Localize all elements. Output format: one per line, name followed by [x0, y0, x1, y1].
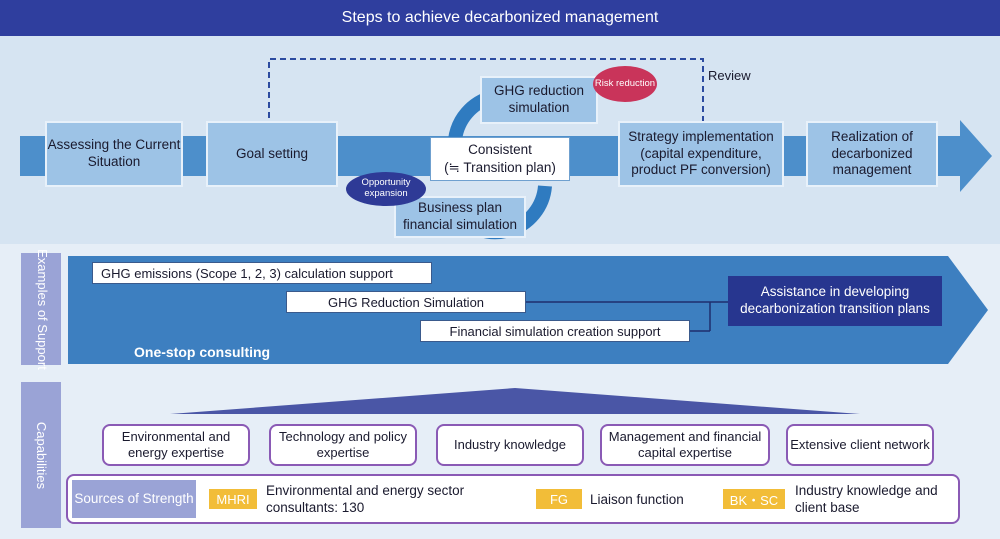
transition-plan-label: (≒ Transition plan): [444, 160, 556, 175]
review-label: Review: [708, 68, 751, 83]
capabilities-label: Capabilities: [34, 421, 50, 489]
support-item-ghg-reduction: GHG Reduction Simulation: [286, 291, 526, 313]
review-loop-line: [268, 58, 704, 132]
step-assessing-label: Assessing the Current Situation: [47, 137, 181, 169]
examples-of-support-label: Examples of Support: [34, 248, 50, 370]
source-fg-text: Liaison function: [590, 491, 684, 507]
capability-environmental: Environmental and energy expertise: [102, 424, 250, 466]
capability-client-network: Extensive client network: [786, 424, 934, 466]
badge-fg: FG: [536, 489, 582, 509]
support-item-ghg-reduction-label: GHG Reduction Simulation: [327, 294, 485, 310]
consistent-label: Consistent: [468, 142, 532, 158]
support-item-ghg-calculation: GHG emissions (Scope 1, 2, 3) calculatio…: [92, 262, 432, 284]
consistent-box: Consistent (≒ Transition plan): [430, 137, 570, 181]
opportunity-expansion-label: Opportunity expansion: [361, 177, 411, 199]
sources-of-strength-label-box: Sources of Strength: [72, 480, 196, 518]
opportunity-expansion-oval: Opportunity expansion: [346, 172, 426, 206]
step-strategy-label: Strategy implementation (capital expendi…: [628, 128, 774, 178]
capabilities-tab: Capabilities: [21, 382, 61, 528]
ghg-reduction-simulation-label: GHG reduction simulation: [493, 83, 585, 115]
transition-plan-assistance-box: Assistance in developing decarbonization…: [728, 276, 942, 326]
business-plan-label: Business plan financial simulation: [402, 200, 518, 232]
badge-bk-sc: BK・SC: [723, 489, 785, 509]
capability-management-label: Management and financial capital experti…: [608, 428, 762, 460]
capabilities-triangle: [170, 388, 860, 414]
support-item-financial-simulation-label: Financial simulation creation support: [449, 323, 661, 339]
ghg-reduction-simulation-box: GHG reduction simulation: [480, 76, 598, 124]
transition-plan-assistance-label: Assistance in developing decarbonization…: [740, 284, 930, 316]
step-realization-label: Realization of decarbonized management: [831, 128, 913, 178]
step-strategy: Strategy implementation (capital expendi…: [618, 121, 784, 187]
capabilities-triangle-graphics: [170, 388, 860, 414]
one-stop-consulting-label: One-stop consulting: [134, 344, 271, 360]
risk-reduction-label: Risk reduction: [594, 77, 656, 89]
step-goal-setting-label: Goal setting: [235, 145, 309, 161]
capability-environmental-label: Environmental and energy expertise: [121, 428, 231, 460]
source-bk-sc-text: Industry knowledge and client base: [795, 483, 938, 515]
step-goal-setting: Goal setting: [206, 121, 338, 187]
step-assessing: Assessing the Current Situation: [45, 121, 183, 187]
capability-technology-label: Technology and policy expertise: [279, 428, 407, 460]
examples-of-support-tab: Examples of Support: [21, 249, 61, 369]
badge-mhri: MHRI: [209, 489, 257, 509]
step-realization: Realization of decarbonized management: [806, 121, 938, 187]
capability-management: Management and financial capital experti…: [600, 424, 770, 466]
risk-reduction-oval: Risk reduction: [593, 66, 657, 102]
capability-client-network-label: Extensive client network: [790, 436, 930, 452]
support-item-ghg-calculation-label: GHG emissions (Scope 1, 2, 3) calculatio…: [101, 265, 393, 281]
capability-industry: Industry knowledge: [436, 424, 584, 466]
sources-of-strength-label: Sources of Strength: [74, 490, 194, 506]
page-title-bar: Steps to achieve decarbonized management: [0, 0, 1000, 36]
source-mhri-text: Environmental and energy sector consulta…: [266, 483, 465, 515]
business-plan-box: Business plan financial simulation: [394, 196, 526, 238]
page-title: Steps to achieve decarbonized management: [341, 9, 659, 26]
capability-technology: Technology and policy expertise: [269, 424, 417, 466]
support-item-financial-simulation: Financial simulation creation support: [420, 320, 690, 342]
capability-industry-label: Industry knowledge: [453, 436, 566, 452]
